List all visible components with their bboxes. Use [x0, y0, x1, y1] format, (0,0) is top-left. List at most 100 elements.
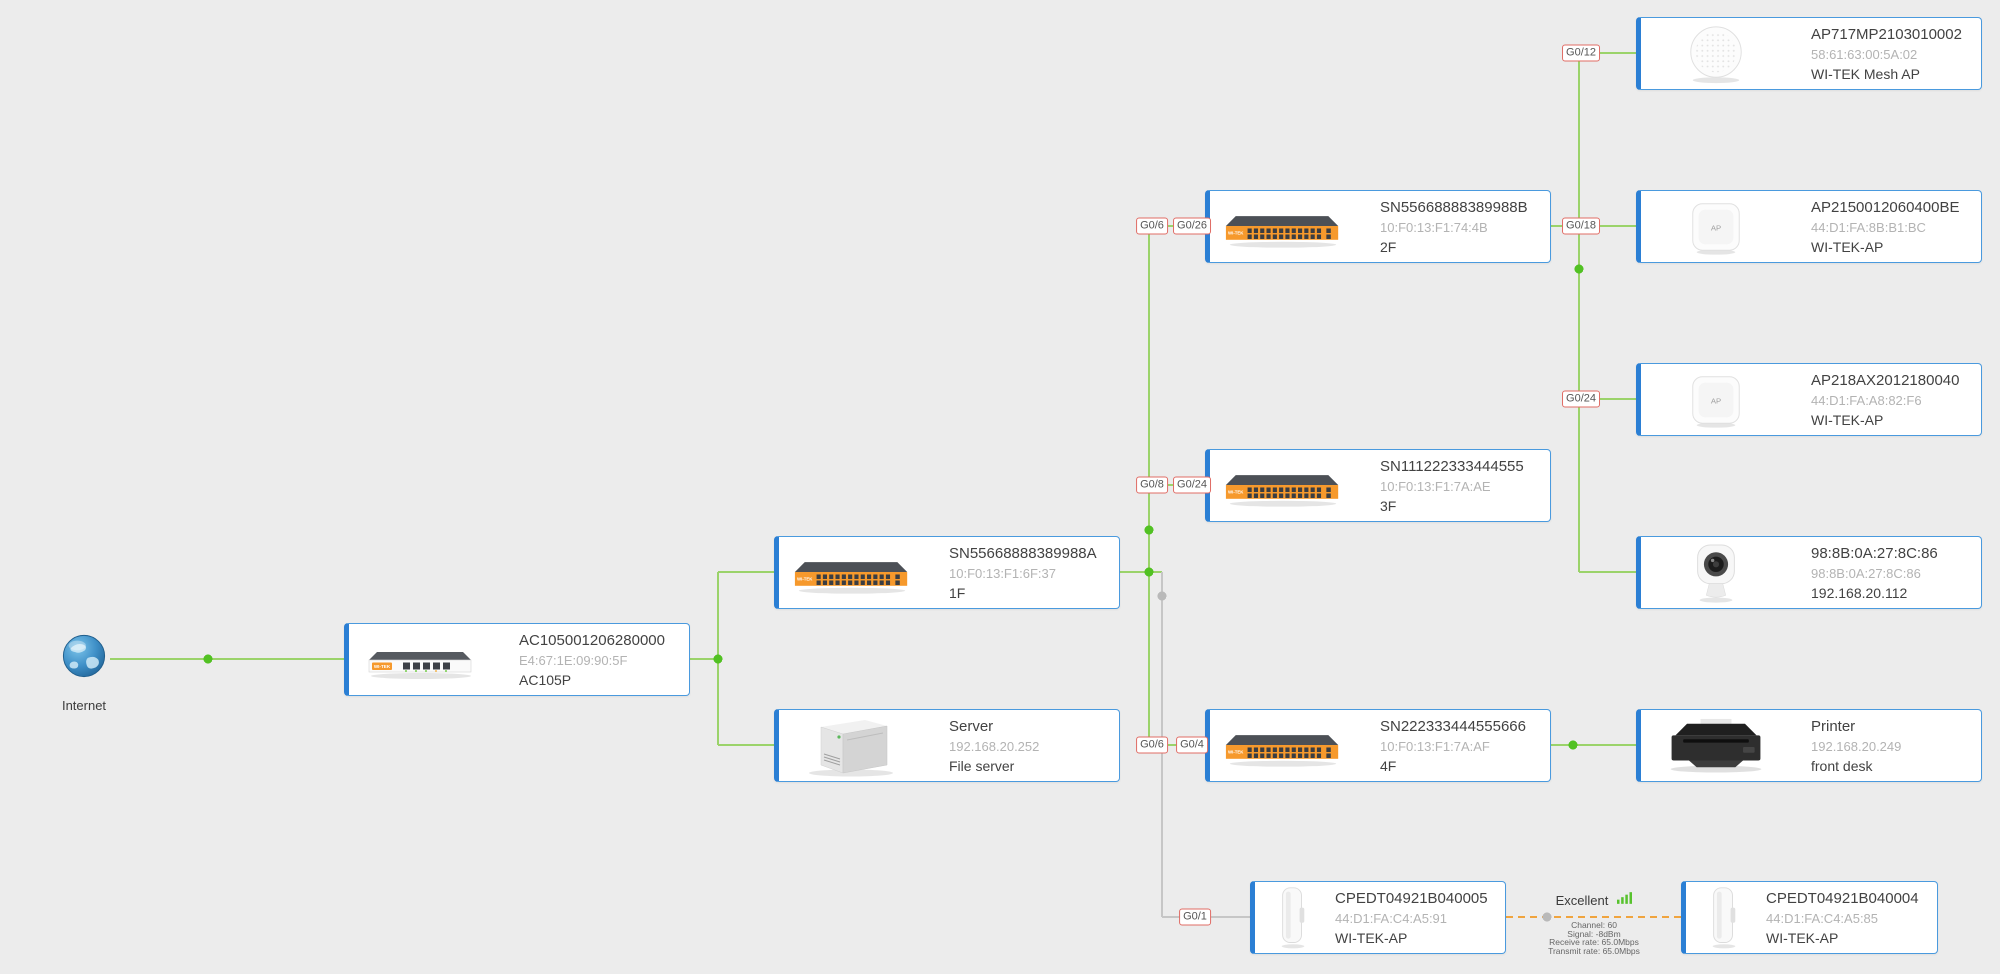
node-subtitle: 44:D1:FA:8B:B1:BC	[1811, 220, 1926, 235]
node-label: 3F	[1380, 498, 1397, 514]
node-label: 1F	[949, 585, 966, 601]
node-subtitle: 44:D1:FA:C4:A5:85	[1766, 911, 1879, 926]
node-subtitle: 10:F0:13:F1:6F:37	[949, 566, 1056, 581]
node-title: AP218AX2012180040	[1811, 372, 1960, 389]
node-subtitle: 44:D1:FA:C4:A5:91	[1335, 911, 1448, 926]
svg-text:WI-TEK: WI-TEK	[1228, 489, 1244, 494]
node-subtitle: 10:F0:13:F1:7A:AE	[1380, 479, 1491, 494]
svg-text:WI-TEK: WI-TEK	[1228, 749, 1244, 754]
switch-icon: WI-TEK	[1220, 450, 1350, 521]
node-title: Server	[949, 718, 994, 735]
node-title: 98:8B:0A:27:8C:86	[1811, 545, 1938, 562]
node-title: SN55668888389988A	[949, 545, 1097, 562]
cpe-icon	[1688, 882, 1760, 953]
node-title: SN111222333444555	[1380, 458, 1524, 475]
node-label: 192.168.20.112	[1811, 585, 1908, 601]
switch-icon: WI-TEK	[789, 537, 919, 608]
node-title: SN55668888389988B	[1380, 199, 1528, 216]
node-label: WI-TEK-AP	[1335, 930, 1408, 946]
svg-text:WI-TEK: WI-TEK	[797, 576, 813, 581]
node-title: Printer	[1811, 718, 1856, 735]
link-status-dot	[713, 654, 723, 664]
internet-node[interactable]: Internet	[48, 633, 120, 713]
node-label: WI-TEK Mesh AP	[1811, 66, 1920, 82]
switch-icon: WI-TEK	[1220, 191, 1350, 262]
node-subtitle: 192.168.20.252	[949, 739, 1040, 754]
node-title: AC105001206280000	[519, 632, 665, 649]
node-title: CPEDT04921B040005	[1335, 890, 1488, 907]
svg-text:WI-TEK: WI-TEK	[374, 664, 391, 669]
node-label: 2F	[1380, 239, 1397, 255]
svg-text:AP: AP	[1711, 396, 1721, 405]
link-status-dot	[1144, 525, 1154, 535]
node-label: WI-TEK-AP	[1766, 930, 1839, 946]
node-subtitle: 58:61:63:00:5A:02	[1811, 47, 1918, 62]
link-status-dot	[1542, 912, 1552, 922]
link-status-dot	[1144, 567, 1154, 577]
wireless-detail-line: Transmit rate: 65.0Mbps	[1548, 945, 1640, 956]
internet-label: Internet	[61, 698, 107, 713]
server-icon	[789, 710, 919, 781]
port-badge: G0/6	[1136, 736, 1168, 754]
router-icon: WI-TEK	[359, 624, 489, 695]
internet-globe-icon	[61, 634, 107, 683]
node-title: CPEDT04921B040004	[1766, 890, 1919, 907]
wireless-detail-line: Signal: -8dBm	[1567, 928, 1621, 939]
camera-icon	[1651, 537, 1781, 608]
mesh-ap-icon	[1651, 18, 1781, 89]
port-badge: G0/26	[1173, 217, 1211, 235]
node-text: SN55668888389988B 10:F0:13:F1:74:4B 2F	[1380, 198, 1544, 257]
switch-icon: WI-TEK	[1220, 710, 1350, 781]
link-status-dot	[1157, 591, 1167, 601]
link-status-dot	[203, 654, 213, 664]
port-badge: G0/18	[1562, 217, 1600, 235]
signal-strength-icon	[1617, 891, 1633, 909]
node-label: AC105P	[519, 672, 572, 688]
node-label: WI-TEK-AP	[1811, 239, 1884, 255]
svg-text:AP: AP	[1711, 223, 1721, 232]
wireless-detail-line: Channel: 60	[1571, 920, 1617, 930]
node-title: AP2150012060400BE	[1811, 199, 1960, 216]
wireless-quality-label: Excellent	[1555, 892, 1609, 908]
node-label: WI-TEK-AP	[1811, 412, 1884, 428]
node-card-sw3f[interactable]: WI-TEK SN111222333444555 10:F0:13:F1:7A:A…	[1205, 449, 1551, 522]
port-badge: G0/12	[1562, 44, 1600, 62]
node-title: SN222333444555666	[1380, 718, 1526, 735]
port-badge: G0/24	[1173, 476, 1211, 494]
node-subtitle: 10:F0:13:F1:74:4B	[1380, 220, 1488, 235]
node-label: File server	[949, 758, 1015, 774]
node-card-sw2f[interactable]: WI-TEK SN55668888389988B 10:F0:13:F1:74:4…	[1205, 190, 1551, 263]
node-subtitle: 10:F0:13:F1:7A:AF	[1380, 739, 1490, 754]
node-text: SN111222333444555 10:F0:13:F1:7A:AE 3F	[1380, 457, 1544, 516]
node-text: AP2150012060400BE 44:D1:FA:8B:B1:BC WI-TEK…	[1811, 198, 1975, 257]
svg-text:WI-TEK: WI-TEK	[1228, 230, 1244, 235]
wireless-detail-line: Receive rate: 65.0Mbps	[1549, 937, 1639, 948]
node-card-sw4f[interactable]: WI-TEK SN222333444555666 10:F0:13:F1:7A:A…	[1205, 709, 1551, 782]
node-label: front desk	[1811, 758, 1873, 774]
port-badge: G0/1	[1179, 908, 1211, 926]
link-status-dot	[1574, 264, 1584, 274]
node-card-sw1f[interactable]: WI-TEK SN55668888389988A 10:F0:13:F1:6F:3…	[774, 536, 1120, 609]
port-badge: G0/6	[1136, 217, 1168, 235]
node-card-ap2150[interactable]: AP AP2150012060400BE 44:D1:FA:8B:B1:BC WI-…	[1636, 190, 1982, 263]
